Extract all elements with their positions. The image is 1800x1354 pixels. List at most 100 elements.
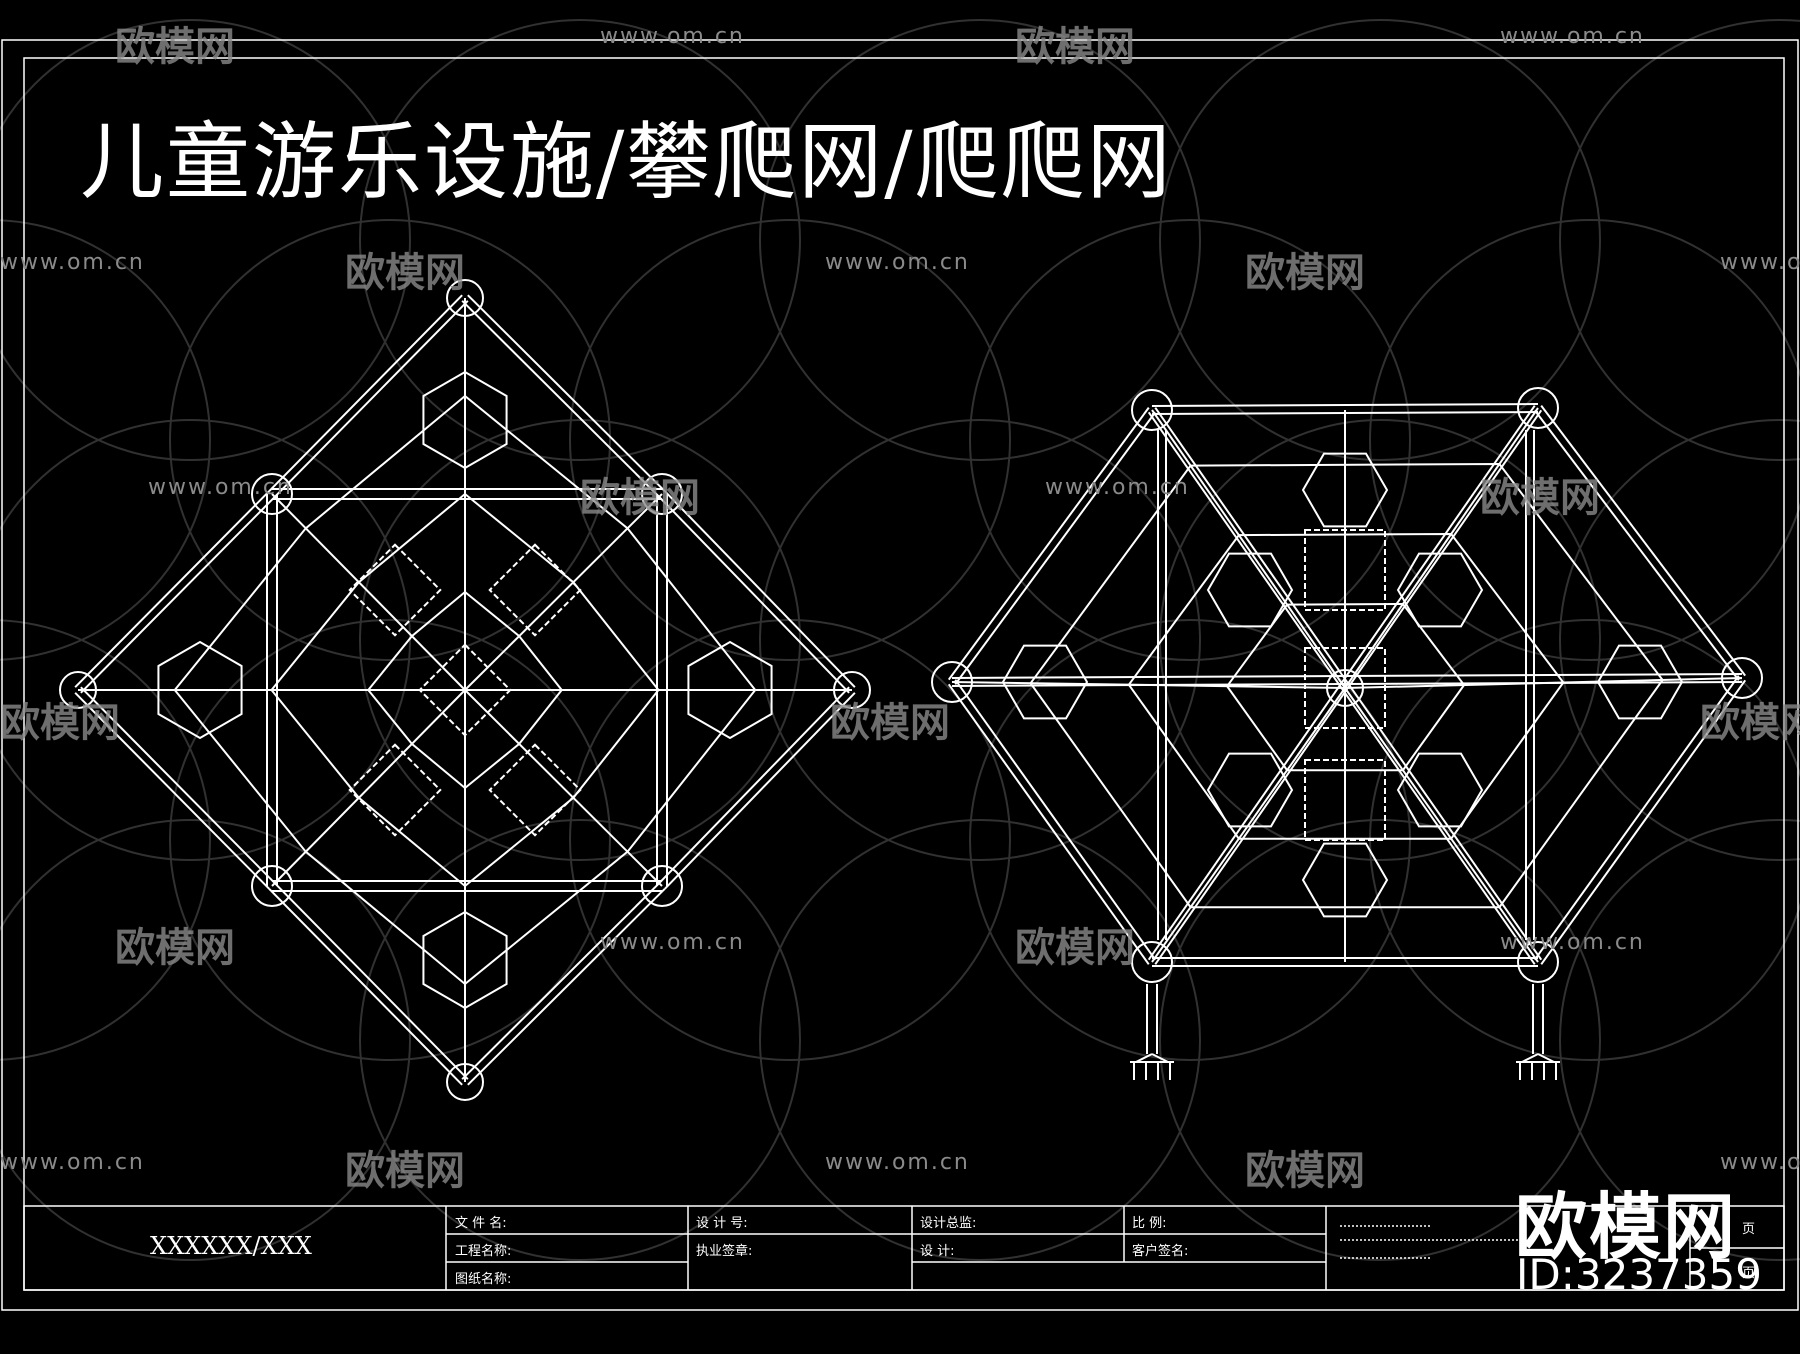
joint-ball — [1721, 657, 1763, 699]
frame-tube — [947, 407, 1150, 681]
frame-tube — [1534, 409, 1740, 682]
project-name-label: 工程名称: — [455, 1244, 512, 1259]
watermark-circle — [359, 19, 801, 461]
net-cell — [157, 640, 243, 740]
watermark-url: www.om.cn — [0, 250, 145, 275]
watermark-logo: 欧模网 — [345, 250, 465, 296]
designer-label: 设 计: — [920, 1244, 955, 1259]
joint-ball — [1131, 389, 1173, 431]
net-rope — [464, 689, 663, 887]
joint-ball — [1517, 941, 1559, 983]
frame-tube — [664, 692, 856, 890]
frame-tube — [268, 888, 463, 1086]
frame-tube — [467, 294, 666, 492]
net-cell — [1206, 752, 1294, 828]
net-rope — [951, 681, 1346, 689]
watermark-circle — [1559, 19, 1800, 461]
watermark-logo: 欧模网 — [1480, 475, 1600, 521]
joint-ball — [251, 865, 293, 907]
frame-tube — [954, 679, 1157, 961]
net-ring — [366, 590, 564, 790]
joint-ball — [446, 279, 484, 317]
net-clamp — [1304, 529, 1386, 611]
frame-tube — [1540, 404, 1746, 677]
net-clamp — [418, 643, 512, 737]
watermark-circle — [1369, 219, 1800, 661]
design-lead-label: 设计总监: — [920, 1216, 977, 1231]
net-cell — [1301, 842, 1389, 918]
frame-tube — [1151, 403, 1538, 408]
watermark-logo: 欧模网 — [1245, 1148, 1365, 1194]
watermark-logo: 欧模网 — [1015, 925, 1135, 971]
watermark-url: www.om.cn — [825, 250, 970, 275]
client-sign-label: 客户签名: — [1132, 1244, 1189, 1259]
leg-brace — [1135, 1053, 1153, 1063]
brand-logo-text: 欧模网 — [1515, 1185, 1738, 1269]
watermark-circle — [759, 419, 1201, 861]
frame-tube — [268, 294, 463, 492]
frame-tube — [80, 686, 276, 884]
leg-brace — [1151, 1053, 1169, 1063]
joint-ball — [931, 661, 973, 703]
center-joint-ball — [1326, 669, 1364, 707]
project-code: XXXXXX/XXX — [150, 1232, 312, 1260]
watermark-url: www.om.cn — [825, 1150, 970, 1175]
watermark-url: www.om.cn — [1500, 24, 1645, 49]
net-ring — [173, 394, 757, 986]
net-rope — [271, 689, 466, 887]
joint-ball — [1131, 941, 1173, 983]
watermark-circle — [1159, 819, 1601, 1261]
frame-tube — [80, 496, 276, 694]
design-no-label: 设 计 号: — [696, 1216, 748, 1231]
watermark-circle — [569, 219, 1011, 661]
drawing-name-label: 图纸名称: — [455, 1272, 512, 1287]
net-cell — [422, 370, 508, 470]
watermark-circle — [1559, 419, 1800, 861]
frame-tube — [954, 411, 1157, 685]
scale-label: 比 例: — [1132, 1216, 1167, 1231]
drawing-title: 儿童游乐设施/攀爬网/爬爬网 — [80, 113, 1173, 211]
net-rope — [1344, 407, 1539, 689]
watermark-url: www.om.cn — [1500, 930, 1645, 955]
watermark-circle — [359, 819, 801, 1261]
watermark-circle — [759, 19, 1201, 461]
frame-tube — [947, 683, 1150, 965]
frame-tube — [461, 300, 660, 498]
watermark-logo: 欧模网 — [0, 700, 120, 746]
frame-tube — [1533, 675, 1740, 961]
watermark-url: www.om.cn — [600, 930, 745, 955]
joint-ball — [251, 473, 293, 515]
watermark-circle — [759, 819, 1201, 1261]
watermark-circle — [169, 219, 611, 661]
net-rope — [1344, 687, 1539, 963]
frame-tube — [461, 882, 660, 1080]
watermark-logo: 欧模网 — [115, 925, 235, 971]
frame-tube — [1540, 679, 1747, 965]
joint-ball — [641, 473, 683, 515]
left-climbing-net-plan — [59, 279, 871, 1101]
net-cell — [1396, 752, 1484, 828]
frame-tube — [664, 490, 856, 688]
net-clamp — [1304, 647, 1386, 729]
joint-ball — [59, 671, 97, 709]
net-clamp — [1304, 759, 1386, 841]
net-rope — [1151, 409, 1346, 689]
net-rope — [271, 493, 466, 691]
watermark-url: www.om.cn — [1720, 250, 1800, 275]
net-rope — [1344, 677, 1743, 689]
watermark-url: www.om.cn — [1720, 1150, 1800, 1175]
net-clamp — [348, 543, 442, 637]
joint-ball — [446, 1063, 484, 1101]
frame-tube — [274, 300, 469, 498]
joint-ball — [641, 865, 683, 907]
watermark-logo: 欧模网 — [580, 475, 700, 521]
leg-brace — [1537, 1053, 1555, 1063]
joint-ball — [833, 671, 871, 709]
net-ring — [270, 492, 660, 888]
frame-tube — [74, 692, 270, 890]
page-unit-label-2: 页 — [1742, 1266, 1756, 1281]
watermark-logo: 欧模网 — [115, 24, 235, 70]
net-clamp — [488, 543, 582, 637]
